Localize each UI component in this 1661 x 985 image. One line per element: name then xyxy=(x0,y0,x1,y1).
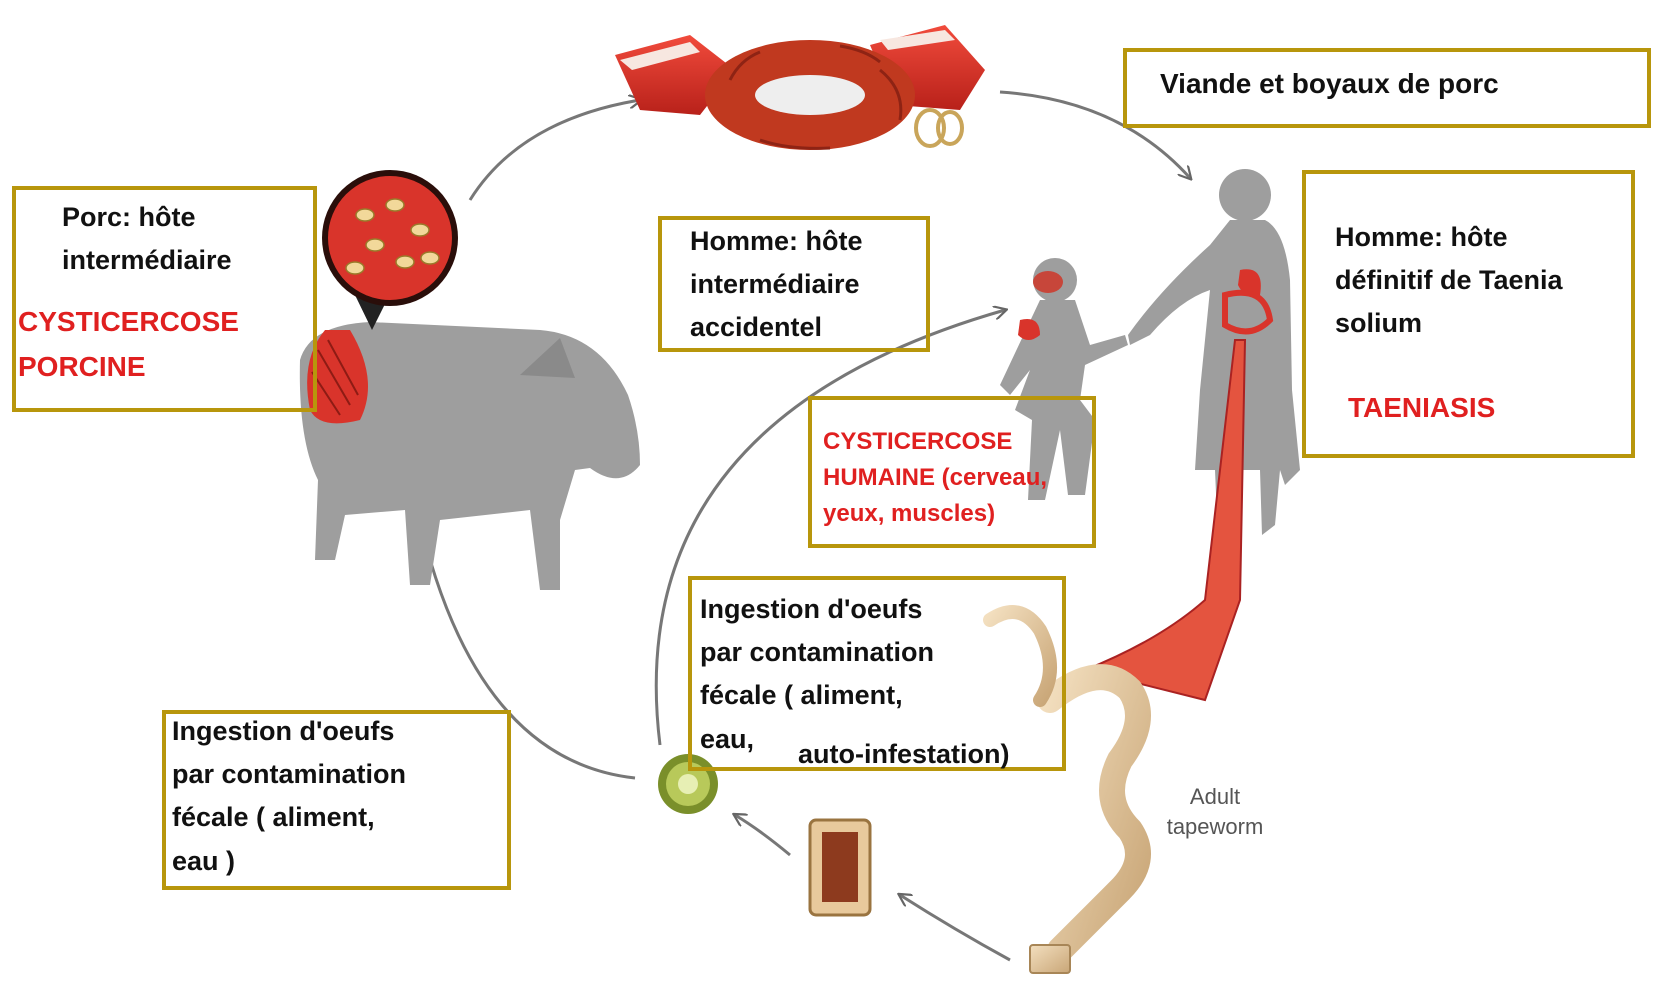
pig-host-label: Porc: hôte intermédiaire xyxy=(62,196,232,282)
proglottid-image xyxy=(810,820,870,915)
human-accidental-label: Homme: hôte intermédiaire accidentel xyxy=(690,220,863,350)
arrow-segment-to-egg xyxy=(735,815,790,855)
adult-tapeworm-label: Adult tapeworm xyxy=(1150,782,1280,841)
ingestion-left-label: Ingestion d'oeufs par contamination féca… xyxy=(172,710,406,883)
auto-infestation-label: auto-infestation) xyxy=(798,733,1009,776)
human-cysticercosis-label: CYSTICERCOSE HUMAINE (cerveau, yeux, mus… xyxy=(823,424,1047,532)
pork-meat-image xyxy=(615,25,985,150)
taeniasis-label: TAENIASIS xyxy=(1348,386,1495,431)
human-definitive-label: Homme: hôte définitif de Taenia solium xyxy=(1335,216,1563,346)
pig-disease-label: CYSTICERCOSE PORCINE xyxy=(18,300,239,390)
arrow-human-to-tapeworm xyxy=(900,895,1010,960)
arrow-pig-to-meat xyxy=(470,100,640,200)
meat-label: Viande et boyaux de porc xyxy=(1160,62,1499,107)
pig-image xyxy=(300,170,640,590)
